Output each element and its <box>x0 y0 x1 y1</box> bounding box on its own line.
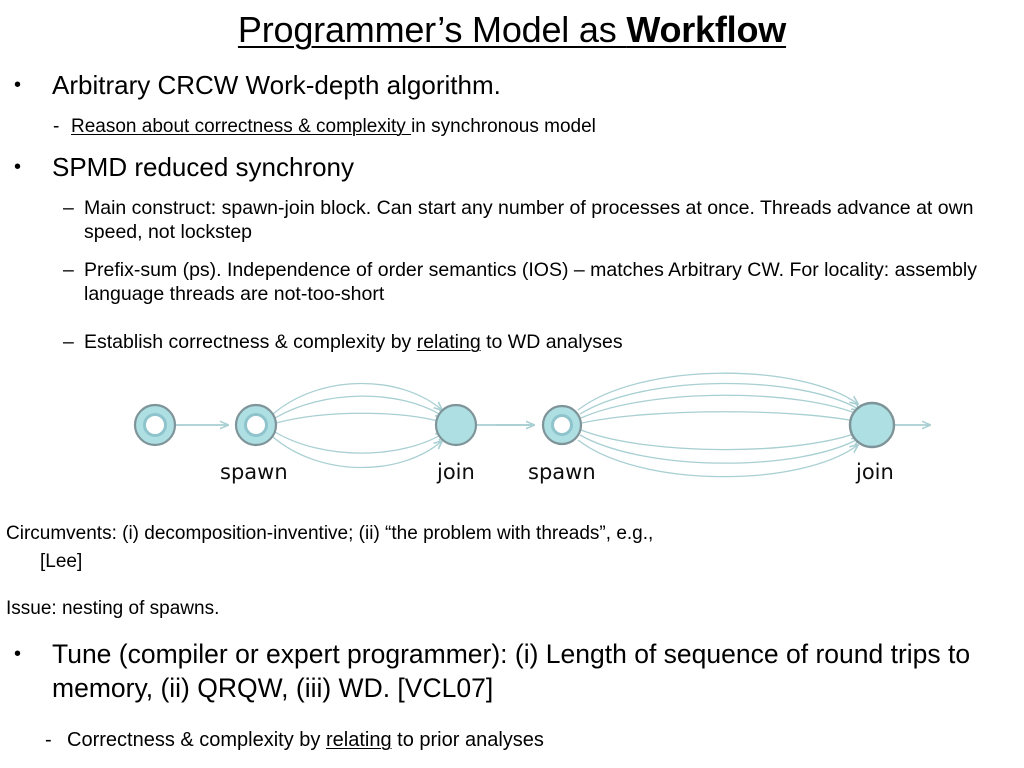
thread-arc <box>272 436 442 469</box>
dash-marker: – <box>63 331 74 353</box>
thread-arc <box>274 395 444 419</box>
bullet-marker: • <box>14 74 22 96</box>
bullet-spmd: • SPMD reduced synchrony <box>14 152 354 183</box>
thread-arc <box>580 429 862 451</box>
subbullet-text: Reason about correctness & complexity in… <box>71 115 596 138</box>
subbullet-after: to prior analyses <box>391 729 544 751</box>
dash-marker: – <box>63 197 74 219</box>
dash-text-underlined: relating <box>416 331 481 353</box>
subbullet-correctness-prior: - Correctness & complexity by relating t… <box>45 729 544 752</box>
diagram-label-join-1: join <box>437 460 475 484</box>
subbullet-rest: in synchronous model <box>411 116 596 137</box>
thread-arcs-group-1 <box>272 382 446 469</box>
thread-arc <box>275 412 446 423</box>
workflow-svg <box>133 372 1024 478</box>
bullet-text: SPMD reduced synchrony <box>52 152 355 182</box>
thread-arc <box>579 434 860 464</box>
spawn-join-workflow-diagram: spawn join spawn join <box>0 360 1024 510</box>
dash-text-before: Establish correctness & complexity by <box>84 331 417 353</box>
diagram-label-join-2: join <box>856 460 894 484</box>
thread-arc <box>579 382 860 415</box>
node-start <box>133 403 177 447</box>
subbullet-reason-about: - Reason about correctness & complexity … <box>53 115 596 138</box>
diagram-label-spawn-2: spawn <box>528 460 596 484</box>
subbullet-text: Correctness & complexity by relating to … <box>67 729 544 752</box>
dash-item-prefix-sum: – Prefix-sum (ps). Independence of order… <box>63 258 989 306</box>
thread-arc <box>580 394 862 419</box>
dash-item-main-construct: – Main construct: spawn-join block. Can … <box>63 196 989 244</box>
dash-item-establish-correctness: – Establish correctness & complexity by … <box>63 330 989 354</box>
dash-item-text: Main construct: spawn-join block. Can st… <box>84 197 974 243</box>
dash-text-after: to WD analyses <box>480 331 623 353</box>
subbullet-before: Correctness & complexity by <box>67 729 326 751</box>
paragraph-circumvents: Circumvents: (i) decomposition-inventive… <box>6 523 654 544</box>
bullet-text: Tune (compiler or expert programmer): (i… <box>52 639 971 703</box>
thread-arc <box>577 372 858 411</box>
bullet-marker: • <box>14 643 22 665</box>
page-title-main: Programmer’s Model as <box>237 9 627 50</box>
paragraph-issue: Issue: nesting of spawns. <box>6 598 220 619</box>
thread-arc <box>577 439 858 478</box>
thread-arc <box>274 431 444 454</box>
bullet-marker: • <box>14 156 22 178</box>
paragraph-lee: [Lee] <box>40 551 83 572</box>
node-spawn-2 <box>541 404 583 446</box>
subbullet-underlined: relating <box>325 729 392 751</box>
dash-marker: – <box>63 259 74 281</box>
bullet-text: Arbitrary CRCW Work-depth algorithm. <box>52 70 501 100</box>
thread-arc <box>272 382 442 415</box>
page-title-bold: Workflow <box>626 9 787 50</box>
thread-arc <box>581 411 864 423</box>
thread-arcs-group-2 <box>577 372 864 478</box>
page-title: Programmer’s Model as Workflow <box>0 8 1024 52</box>
diagram-label-spawn-1: spawn <box>220 460 288 484</box>
dash-item-text: Prefix-sum (ps). Independence of order s… <box>84 259 977 305</box>
node-join-2 <box>848 401 896 449</box>
node-join-1 <box>434 403 478 447</box>
node-spawn-1 <box>234 403 278 447</box>
subbullet-underlined: Reason about correctness & complexity <box>71 116 412 137</box>
dash-item-text: Establish correctness & complexity by re… <box>84 330 989 354</box>
bullet-arbitrary-crcw: • Arbitrary CRCW Work-depth algorithm. <box>14 70 501 101</box>
subbullet-marker: - <box>53 116 60 137</box>
bullet-tune: • Tune (compiler or expert programmer): … <box>14 637 1007 705</box>
subbullet-marker: - <box>45 729 52 751</box>
